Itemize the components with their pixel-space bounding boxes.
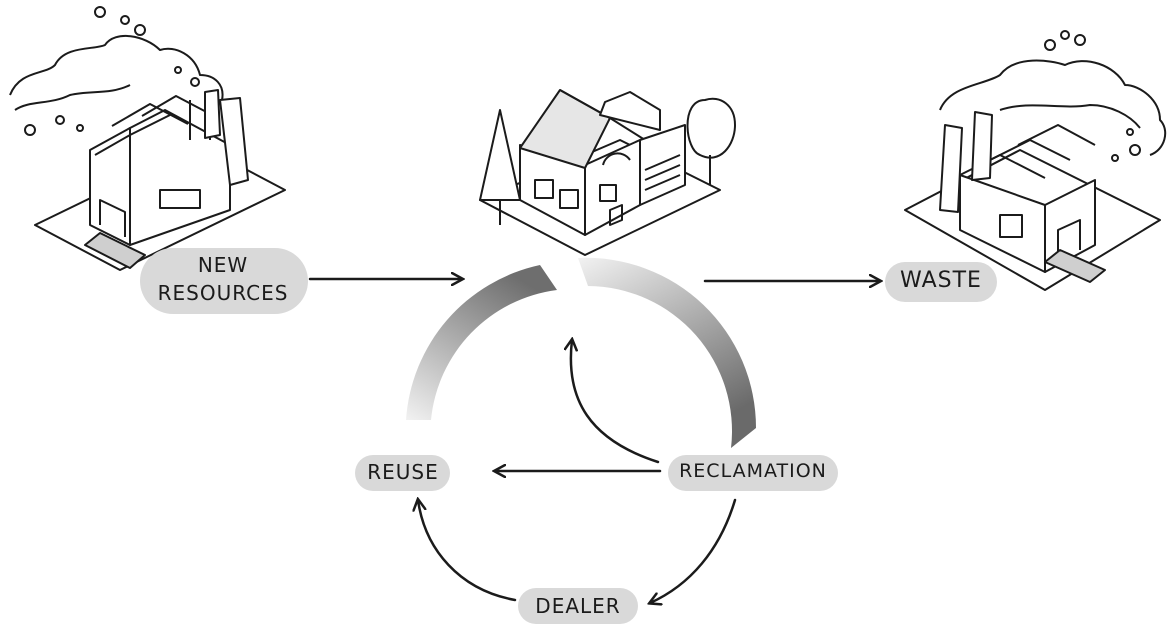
waste-blob: [885, 262, 997, 302]
arrow-dealer-to-reuse: [418, 500, 517, 602]
new-resources-line2: RESOURCES: [157, 281, 289, 305]
dealer-blob: [518, 588, 638, 624]
reclamation-label: RECLAMATION: [679, 460, 827, 482]
arrow-reclamation-to-house: [571, 340, 660, 464]
cycle-arc-right: [578, 257, 757, 448]
arrow-reclamation-to-dealer: [650, 498, 737, 603]
new-resources-line1: NEW: [197, 253, 249, 277]
left-factory-icon: [9, 6, 286, 271]
cycle-arc: [406, 257, 757, 448]
new-resources-blob: [140, 248, 308, 314]
waste-label: WASTE: [900, 268, 982, 293]
reclamation-blob: [668, 455, 838, 491]
new-resources-label: NEW RESOURCES: [148, 255, 298, 303]
right-factory-icon: [904, 30, 1167, 291]
reuse-blob: [355, 455, 450, 491]
reuse-label: REUSE: [367, 460, 439, 484]
cycle-arc-left: [406, 265, 557, 420]
flow-arrows: [308, 279, 880, 603]
dealer-label: DEALER: [535, 594, 621, 618]
house-icon: [479, 89, 736, 256]
